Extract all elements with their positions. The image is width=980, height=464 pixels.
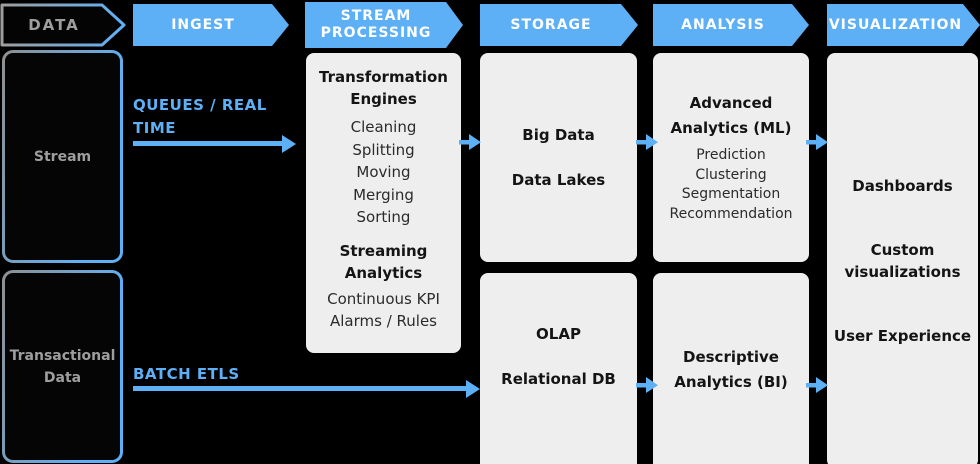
source-label-stream: Stream xyxy=(5,53,120,260)
realtime-flow-label: QUEUES / REAL TIME xyxy=(133,96,267,137)
streaming-item: Continuous KPI xyxy=(327,289,440,308)
arrow-descriptive-to-visualization-icon xyxy=(806,377,828,393)
viz-item-custom-visualizations: Custom visualizations xyxy=(844,241,961,281)
stage-header-data: DATA xyxy=(0,3,126,47)
storage-batch-panel: OLAP Relational DB xyxy=(480,273,637,464)
streaming-item: Alarms / Rules xyxy=(329,312,437,330)
transformation-engines-title: Transformation Engines xyxy=(319,68,448,108)
transformation-item: Splitting xyxy=(352,140,415,159)
storage-stream-panel: Big Data Data Lakes xyxy=(480,53,637,262)
transformation-item: Sorting xyxy=(356,208,411,226)
advanced-item: Prediction xyxy=(696,147,766,163)
stage-header-analysis: ANALYSIS xyxy=(653,4,809,46)
batch-flow-label: BATCH ETLS xyxy=(133,365,240,383)
analysis-advanced-panel: Advanced Analytics (ML) Prediction Clust… xyxy=(653,53,809,262)
viz-item-user-experience: User Experience xyxy=(833,327,972,345)
stage-label-data: DATA xyxy=(28,16,80,34)
viz-item-dashboards: Dashboards xyxy=(852,177,953,195)
storage-item-data-lakes: Data Lakes xyxy=(511,171,606,189)
realtime-flow-arrow xyxy=(133,134,296,153)
arrow-processing-to-storage-icon xyxy=(459,134,481,150)
transformation-item: Moving xyxy=(356,163,411,181)
visualization-panel: Dashboards Custom visualizations User Ex… xyxy=(827,53,978,464)
storage-item-olap: OLAP xyxy=(536,325,581,343)
transformation-item: Merging xyxy=(353,185,414,204)
advanced-item: Segmentation xyxy=(681,186,781,202)
storage-item-relational-db: Relational DB xyxy=(501,370,616,388)
transformation-item: Cleaning xyxy=(350,118,417,136)
source-box-transactional: Transactional Data xyxy=(2,270,123,463)
storage-item-big-data: Big Data xyxy=(522,126,595,144)
arrow-storage-to-analysis-icon xyxy=(636,134,658,150)
advanced-analytics-title: Advanced Analytics (ML) xyxy=(670,94,792,137)
arrow-olap-to-descriptive-icon xyxy=(636,377,658,393)
stage-header-visualization: VISUALIZATION xyxy=(827,4,980,46)
arrow-analysis-to-visualization-icon xyxy=(806,134,828,150)
streaming-analytics-title: Streaming Analytics xyxy=(339,241,428,282)
advanced-item: Recommendation xyxy=(669,205,793,222)
advanced-item: Clustering xyxy=(695,166,767,183)
source-box-stream: Stream xyxy=(2,50,123,263)
analysis-descriptive-panel: Descriptive Analytics (BI) xyxy=(653,273,809,464)
source-label-transactional: Transactional Data xyxy=(5,273,120,460)
batch-flow-arrow xyxy=(133,379,480,398)
stage-header-stream-processing: STREAM PROCESSING xyxy=(305,2,463,48)
stage-header-ingest: INGEST xyxy=(133,4,289,46)
descriptive-analytics-title: Descriptive Analytics (BI) xyxy=(674,348,788,391)
data-chevron-outline-icon xyxy=(0,3,126,47)
stage-header-storage: STORAGE xyxy=(480,4,638,46)
stream-processing-panel: Transformation Engines Cleaning Splittin… xyxy=(306,53,461,353)
